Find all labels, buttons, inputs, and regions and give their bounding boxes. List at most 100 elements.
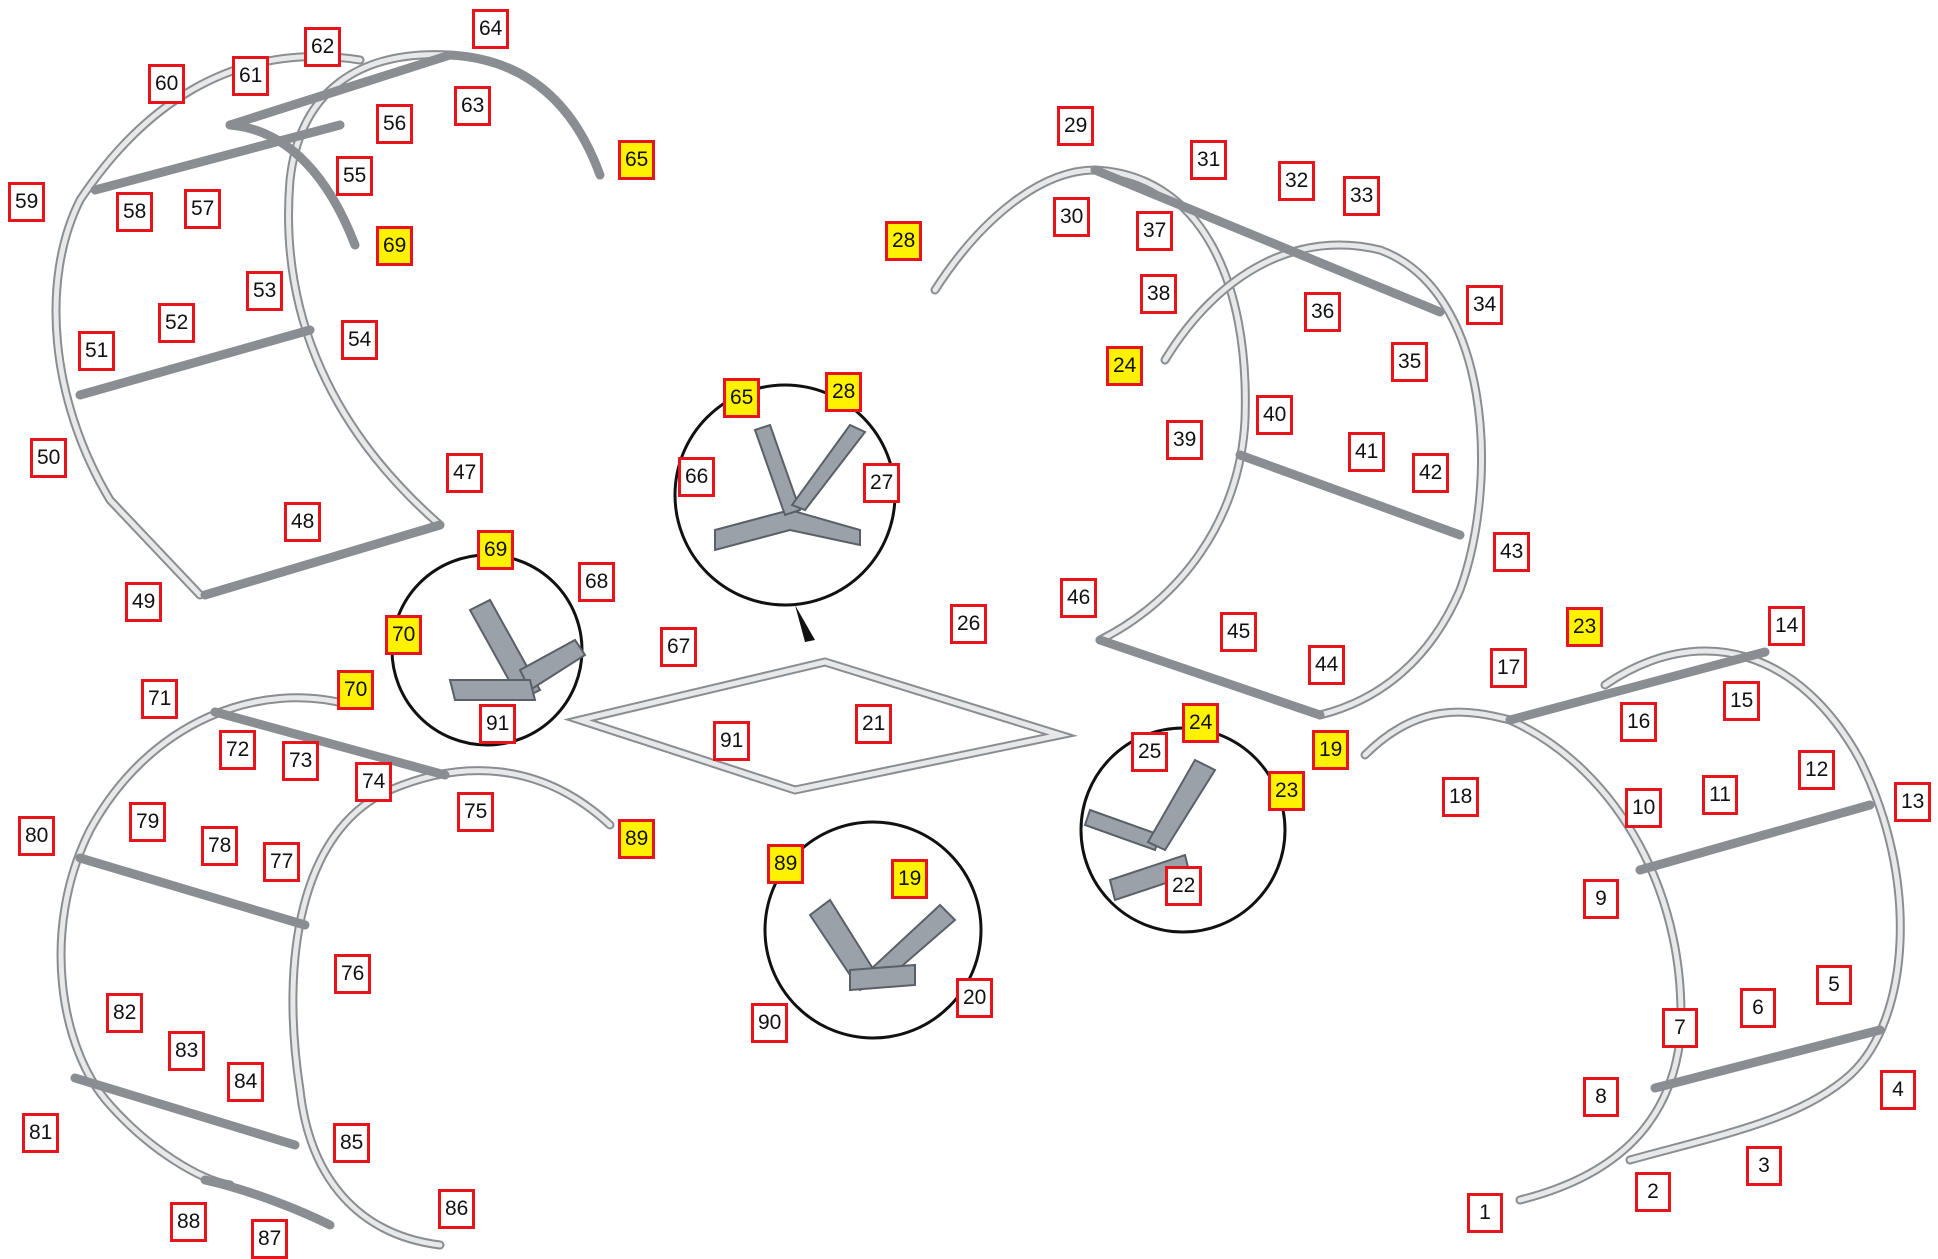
part-number-label: 55 [336,156,374,196]
part-number-label: 44 [1308,645,1346,685]
part-number-label: 11 [1702,775,1738,815]
part-number-label: 24 [1106,346,1144,386]
part-number-label: 24 [1182,703,1220,743]
part-number-label: 57 [184,189,222,229]
part-number-label: 65 [618,140,656,180]
part-number-label: 79 [129,802,167,842]
part-number-label: 31 [1190,140,1228,180]
part-number-label: 19 [891,859,929,899]
arch-assembly-top-right [930,165,1486,720]
part-number-label: 22 [1165,866,1203,906]
part-number-label: 17 [1490,648,1528,688]
part-number-label: 91 [479,704,517,744]
part-number-label: 23 [1566,607,1604,647]
part-number-label: 29 [1057,106,1095,146]
arch-assembly-bottom-left [56,693,615,1250]
part-number-label: 27 [863,463,901,503]
part-number-label: 25 [1131,732,1169,772]
part-number-label: 68 [578,562,616,602]
part-number-label: 82 [106,993,144,1033]
part-number-label: 87 [251,1219,289,1259]
part-number-label: 69 [477,530,515,570]
part-number-label: 30 [1053,197,1091,237]
part-number-label: 77 [263,842,301,882]
part-number-label: 38 [1140,274,1178,314]
part-number-label: 18 [1442,777,1480,817]
part-number-label: 9 [1583,879,1619,919]
part-number-label: 81 [22,1113,60,1153]
part-number-label: 58 [116,192,154,232]
part-number-label: 40 [1256,395,1294,435]
part-number-label: 74 [355,762,393,802]
arch-assembly-bottom-right [1360,646,1905,1205]
part-number-label: 26 [950,604,988,644]
part-number-label: 16 [1620,702,1658,742]
part-number-label: 43 [1493,532,1531,572]
detail-circle-top [673,383,897,642]
part-number-label: 72 [219,730,257,770]
part-number-label: 71 [141,679,179,719]
part-number-label: 46 [1060,578,1098,618]
part-number-label: 1 [1467,1193,1503,1233]
part-number-label: 37 [1136,211,1174,251]
part-number-label: 84 [227,1062,265,1102]
part-number-label: 4 [1880,1070,1916,1110]
part-number-label: 69 [376,226,414,266]
part-number-label: 15 [1723,681,1761,721]
part-number-label: 56 [376,104,414,144]
part-number-label: 89 [767,844,805,884]
part-number-label: 54 [341,320,379,360]
part-number-label: 12 [1798,750,1836,790]
part-number-label: 32 [1278,161,1316,201]
part-number-label: 91 [713,721,751,761]
part-number-label: 85 [333,1123,371,1163]
part-number-label: 5 [1816,965,1852,1005]
part-number-label: 63 [454,86,492,126]
part-number-label: 70 [337,670,375,710]
part-number-label: 41 [1348,432,1386,472]
part-number-label: 20 [956,978,994,1018]
detail-circle-left [390,553,587,747]
part-number-label: 64 [472,9,510,49]
part-number-label: 2 [1635,1172,1671,1212]
part-number-label: 3 [1746,1146,1782,1186]
part-number-label: 14 [1768,606,1806,646]
part-number-label: 88 [170,1202,208,1242]
part-number-label: 49 [125,582,163,622]
part-number-label: 51 [78,331,116,371]
part-number-label: 52 [158,303,196,343]
part-number-label: 75 [457,792,495,832]
part-number-label: 36 [1304,292,1342,332]
part-number-label: 8 [1583,1077,1619,1117]
part-number-label: 59 [8,182,46,222]
detail-circle-right [1079,726,1287,934]
part-number-label: 66 [678,457,716,497]
part-number-label: 48 [284,502,322,542]
part-number-label: 62 [304,27,342,67]
part-number-label: 78 [201,826,239,866]
part-number-label: 28 [825,372,863,412]
part-number-label: 61 [232,56,270,96]
part-number-label: 83 [168,1031,206,1071]
part-number-label: 50 [30,438,68,478]
part-number-label: 6 [1740,988,1776,1028]
part-number-label: 23 [1268,771,1306,811]
part-number-label: 89 [618,819,656,859]
part-number-label: 73 [282,741,320,781]
part-number-label: 90 [751,1003,789,1043]
part-number-label: 86 [438,1189,476,1229]
part-number-label: 33 [1343,176,1381,216]
part-number-label: 28 [885,221,923,261]
part-number-label: 60 [148,64,186,104]
part-number-label: 53 [246,271,284,311]
part-number-label: 45 [1220,612,1258,652]
part-number-label: 7 [1662,1008,1698,1048]
part-number-label: 35 [1391,342,1429,382]
part-number-label: 10 [1625,788,1663,828]
part-number-label: 47 [446,453,484,493]
part-number-label: 67 [660,627,698,667]
part-number-label: 65 [723,378,761,418]
part-number-label: 80 [18,816,56,856]
